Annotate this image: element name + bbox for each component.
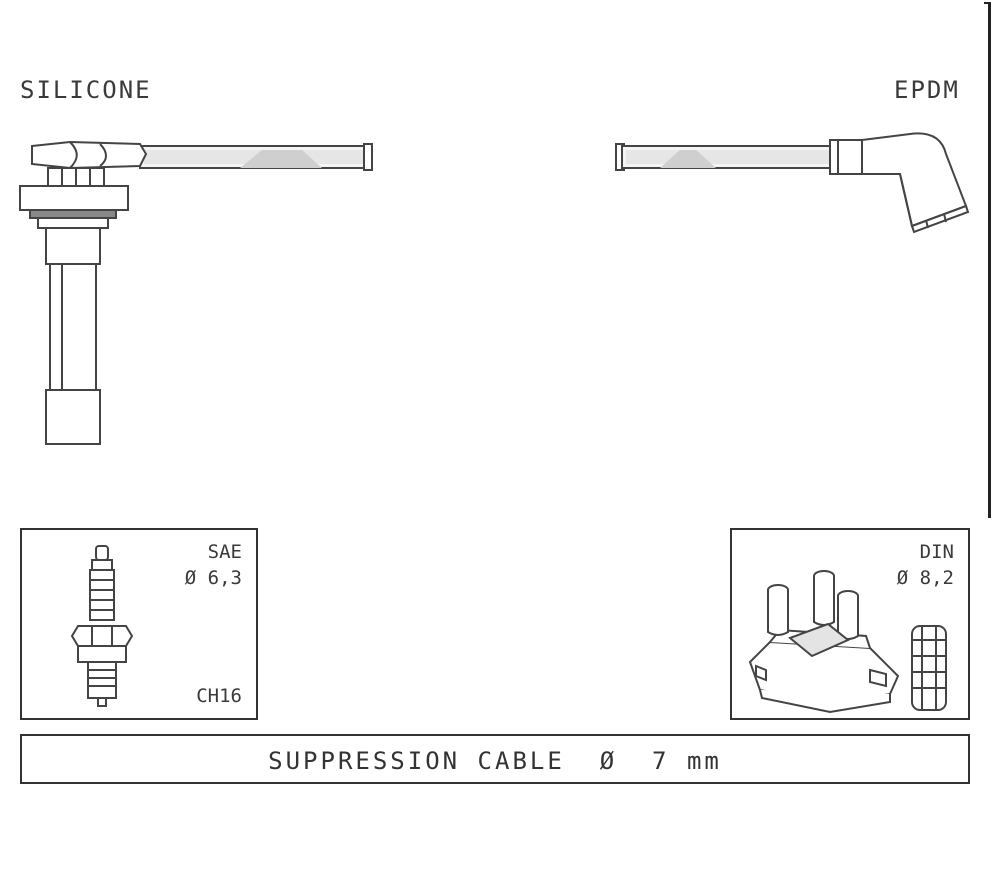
sae-code-label: CH16 [196, 685, 242, 707]
epdm-label: EPDM [894, 76, 960, 104]
suppression-cable-label: SUPPRESSION CABLE Ø 7 mm [268, 747, 722, 775]
sae-standard-label: SAE [207, 541, 242, 563]
din-diameter-label: Ø 8,2 [896, 567, 954, 589]
right-edge-rule [988, 2, 991, 518]
din-standard-label: DIN [919, 541, 954, 563]
suppression-cable-bar: SUPPRESSION CABLE Ø 7 mm [20, 734, 970, 784]
sae-diameter-label: Ø 6,3 [184, 567, 242, 589]
silicone-label: SILICONE [20, 76, 152, 104]
right-edge-rule-tick [984, 2, 991, 4]
spark-plug-boot-drawing [19, 140, 373, 445]
distributor-cap-icon [748, 570, 947, 714]
spark-plug-icon [70, 545, 134, 707]
distributor-boot-drawing [615, 132, 970, 234]
din-distributor-panel: DIN Ø 8,2 [730, 528, 970, 720]
sae-spark-plug-panel: SAE Ø 6,3 CH16 [20, 528, 258, 720]
